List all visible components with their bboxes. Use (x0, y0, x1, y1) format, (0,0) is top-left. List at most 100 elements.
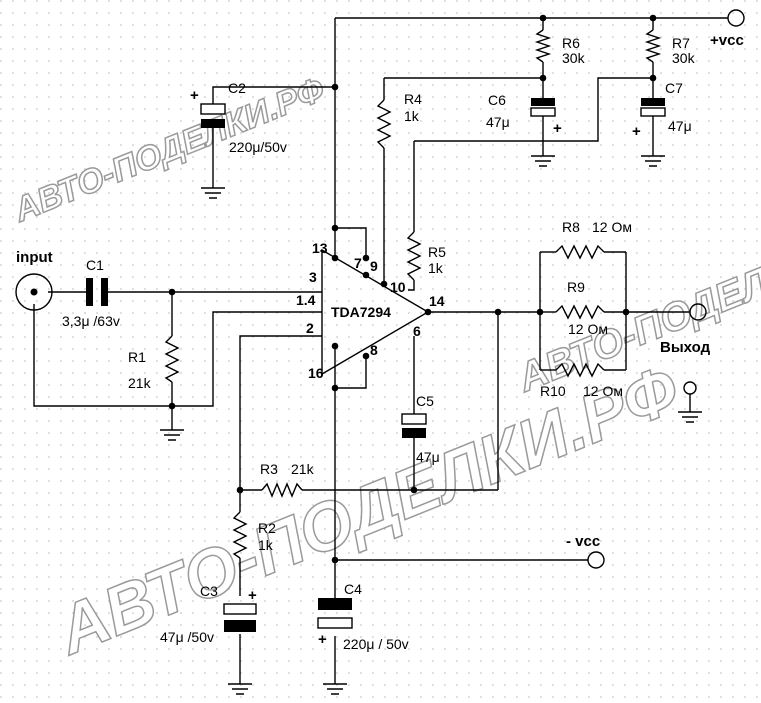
value-C6: 47μ (486, 114, 510, 130)
pin-9: 9 (370, 258, 378, 274)
value-C5: 47μ (416, 449, 440, 465)
resistors (164, 29, 662, 559)
label-R4: R4 (404, 91, 422, 107)
polarity-C7: + (632, 123, 641, 140)
terminal-input-outer (15, 273, 53, 311)
polarity-C3: + (248, 587, 257, 604)
pin-7: 7 (354, 255, 362, 271)
ground-icon (323, 683, 347, 695)
label-R6: R6 (562, 35, 580, 51)
terminals (15, 9, 745, 569)
value-R10: 12 Ом (583, 383, 623, 399)
tda7294-chip: TDA7294 (321, 248, 430, 376)
label-vcc-pos: +vcc (710, 32, 744, 49)
value-R1: 21k (128, 375, 152, 391)
value-R5: 1k (428, 260, 444, 276)
capacitor-C1-plate-a (86, 278, 93, 306)
pin-1-4: 1.4 (296, 292, 316, 308)
terminal-vcc-pos (727, 9, 745, 27)
grounds (160, 155, 702, 695)
pin-16: 16 (308, 365, 324, 381)
capacitor-C6-plate-neg (531, 98, 555, 106)
resistor-R8 (555, 244, 605, 260)
value-R3: 21k (291, 461, 315, 477)
label-R7: R7 (672, 35, 690, 51)
resistor-R1 (164, 335, 180, 383)
value-C7: 47μ (668, 118, 692, 134)
terminal-vcc-neg (587, 551, 605, 569)
label-R9: R9 (567, 279, 585, 295)
resistor-R7 (644, 29, 662, 63)
resistor-R6 (534, 29, 552, 63)
ground-icon (641, 155, 665, 167)
label-input: input (16, 249, 53, 266)
ground-icon (160, 429, 184, 441)
pin-14: 14 (429, 293, 445, 309)
value-R7: 30k (672, 50, 696, 66)
capacitor-C4-plate-pos (317, 617, 353, 629)
value-C4: 220μ / 50v (343, 636, 409, 652)
label-C1: C1 (86, 257, 104, 273)
label-R8: R8 (562, 219, 580, 235)
capacitor-C6-plate-pos (530, 107, 556, 117)
pin-6: 6 (413, 323, 421, 339)
polarity-marks: + + + + + (190, 87, 641, 648)
label-R10: R10 (540, 383, 566, 399)
label-C3: C3 (200, 583, 218, 599)
terminal-input-inner (30, 288, 38, 296)
component-labels: C1 3,3μ /63v C2 220μ/50v R4 1k R6 30k R7… (62, 35, 696, 652)
label-C7: C7 (665, 80, 683, 96)
label-R3: R3 (260, 461, 278, 477)
chip-label: TDA7294 (331, 304, 391, 320)
capacitor-C7-plate-neg (641, 98, 665, 106)
ground-icon (678, 381, 702, 423)
capacitor-C5-plate-pos (401, 413, 427, 425)
pin-3: 3 (309, 269, 317, 285)
ground-icon (531, 155, 555, 167)
resistor-R9 (555, 304, 605, 320)
capacitor-C2-plate-pos (200, 103, 226, 115)
label-C6: C6 (488, 92, 506, 108)
polarity-C2: + (190, 87, 199, 104)
pin-2: 2 (306, 320, 314, 336)
value-C1: 3,3μ /63v (62, 313, 120, 329)
resistor-R4 (376, 99, 392, 149)
capacitor-C3-plate-neg (224, 620, 256, 632)
resistor-R10 (555, 362, 605, 378)
value-R2: 1k (258, 537, 274, 553)
capacitors (86, 98, 666, 632)
value-C2: 220μ/50v (229, 139, 287, 155)
label-output: Выход (660, 339, 711, 356)
capacitor-C7-plate-pos (640, 107, 666, 117)
polarity-C6: + (553, 120, 562, 137)
label-R2: R2 (258, 520, 276, 536)
label-C2: C2 (228, 80, 246, 96)
capacitor-C5-plate-neg (402, 428, 426, 438)
value-R4: 1k (404, 108, 420, 124)
resistor-R5 (406, 231, 422, 281)
label-C4: C4 (344, 581, 362, 597)
pin-numbers: 13 7 9 3 1.4 10 14 2 6 8 16 (296, 240, 445, 381)
capacitor-C4-plate-neg (318, 598, 352, 610)
capacitor-C2-plate-neg (201, 119, 225, 128)
pin-10: 10 (390, 279, 406, 295)
wires (33, 17, 728, 684)
ground-icon (201, 187, 225, 199)
label-R5: R5 (428, 244, 446, 260)
label-R1: R1 (128, 349, 146, 365)
label-vcc-neg: - vcc (566, 533, 600, 550)
junctions (168, 14, 657, 564)
label-C5: C5 (416, 393, 434, 409)
terminal-labels: +vcc - vcc input Выход (16, 32, 744, 550)
pin-13: 13 (312, 240, 328, 256)
polarity-C4: + (318, 631, 327, 648)
pin-8: 8 (370, 342, 378, 358)
value-R6: 30k (562, 50, 586, 66)
value-R8: 12 Ом (592, 219, 632, 235)
resistor-R2 (232, 511, 248, 559)
value-R9: 12 Ом (568, 321, 608, 337)
capacitor-C1-plate-b (101, 278, 108, 306)
value-C3: 47μ /50v (160, 629, 214, 645)
